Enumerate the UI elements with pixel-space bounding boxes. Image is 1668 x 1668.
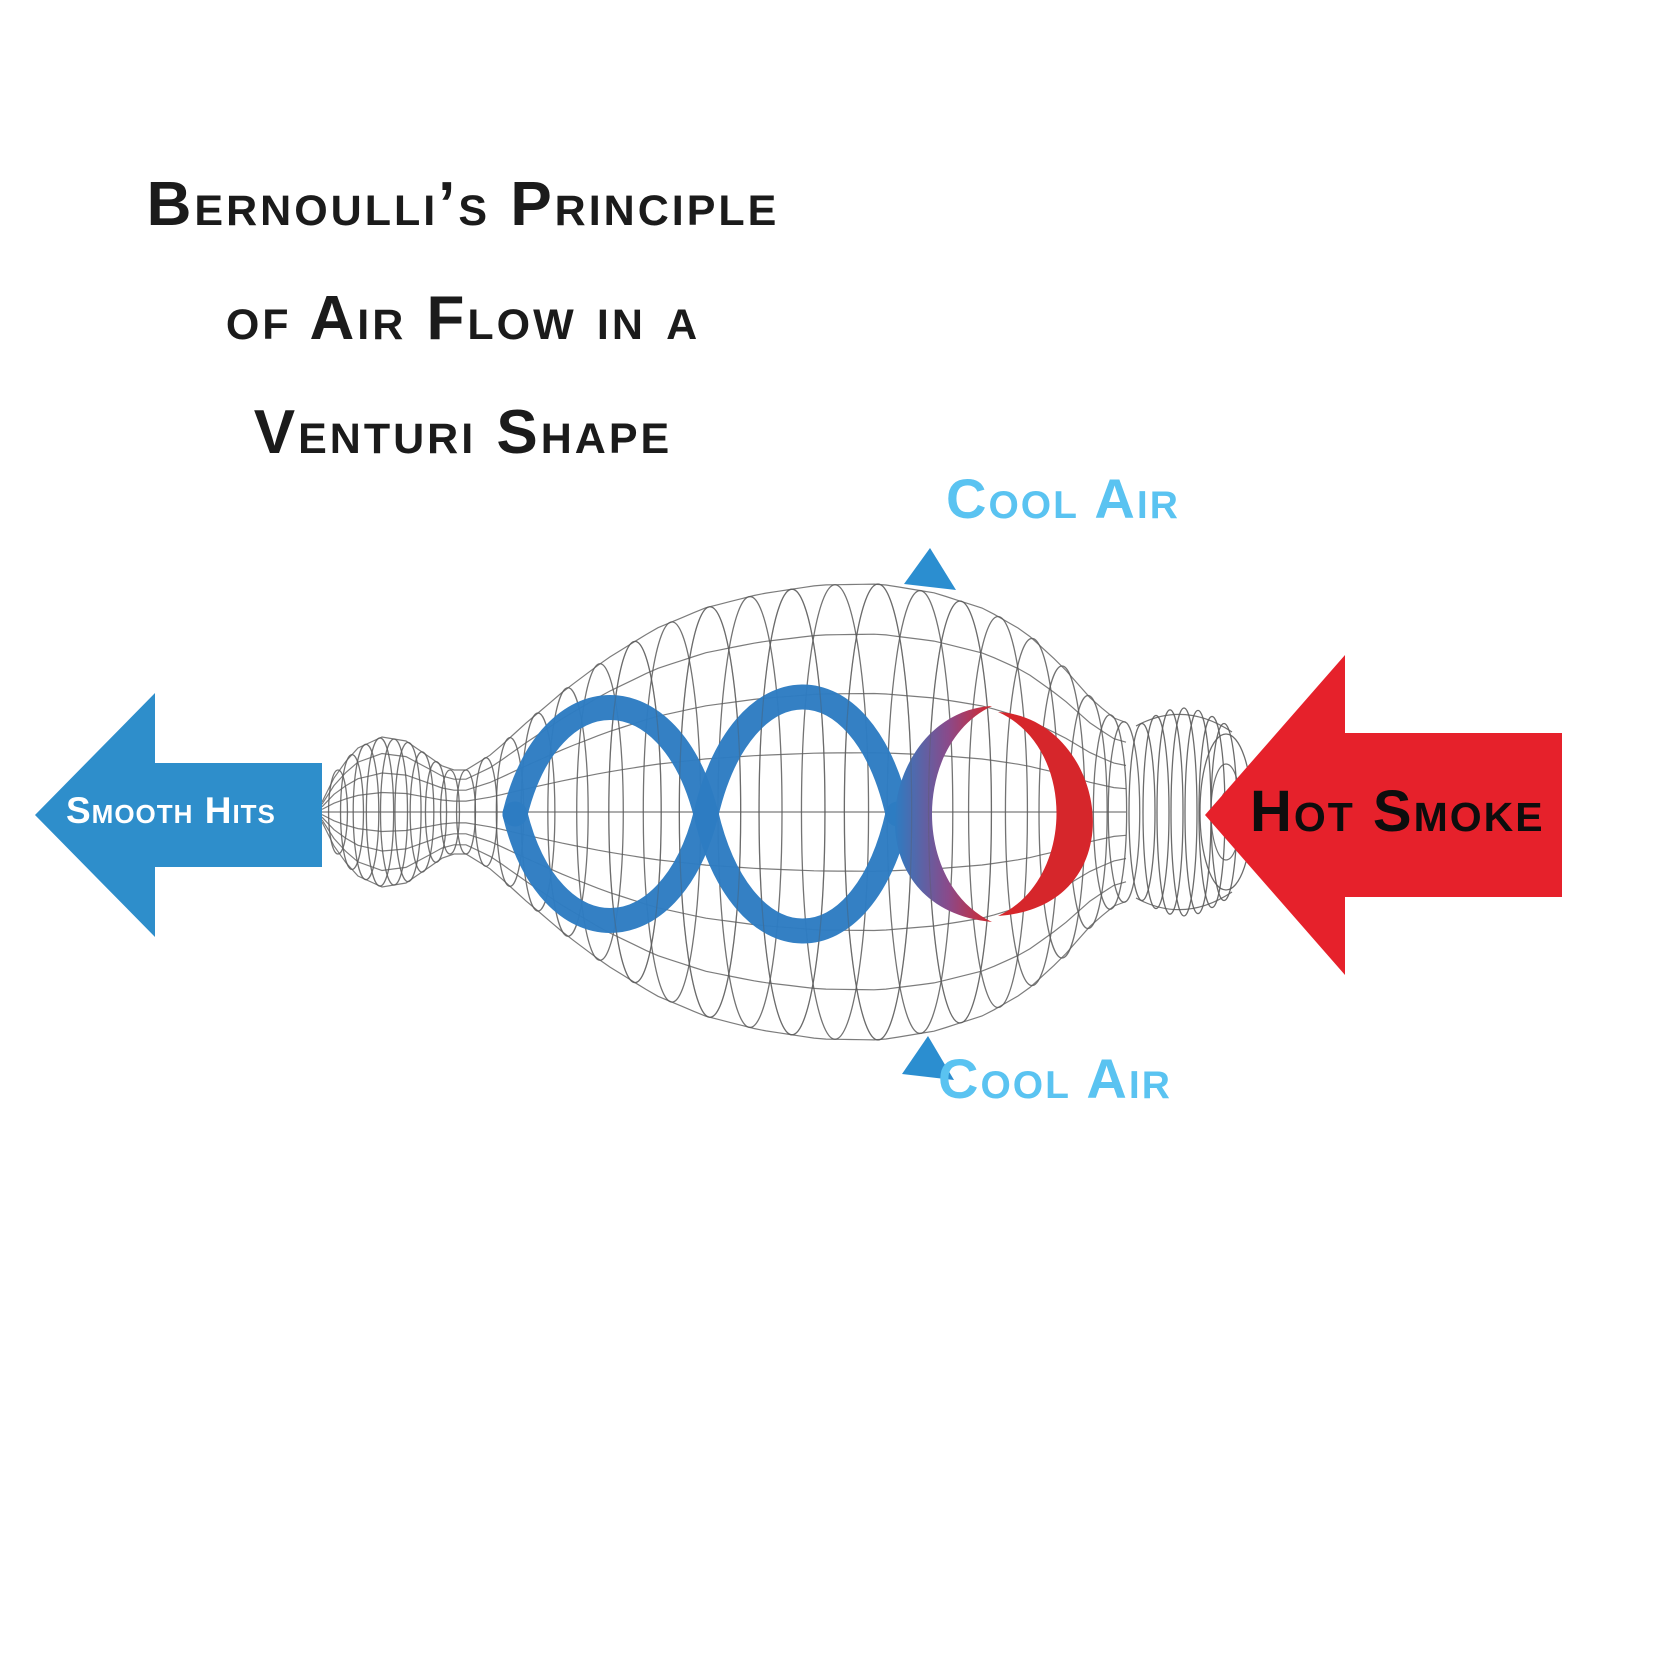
smooth-hits-arrow [35,693,322,937]
venturi-wireframe-overlay [608,583,993,1041]
cool-air-pointer-top-icon [904,548,956,590]
smooth-hits-label: Smooth Hits [66,790,276,831]
diagram-title: Bernoulli’s Principle of Air Flow in a V… [118,148,808,490]
cool-air-label-bottom: Cool Air [938,1047,1172,1110]
hot-flow-crescent-left [894,706,992,922]
title-line-3: Venturi Shape [253,398,673,467]
hot-smoke-arrow [1205,655,1562,975]
cool-air-label-top: Cool Air [946,467,1180,530]
cool-flow-ribbon-lower [502,684,911,933]
hot-smoke-label: Hot Smoke [1250,779,1545,844]
title-line-1: Bernoulli’s Principle [146,170,780,239]
cool-air-pointer-bottom-icon [902,1036,954,1080]
flow-ribbons [502,684,1093,944]
venturi-wireframe-mesh [321,583,1253,1041]
title-line-2: of Air Flow in a [225,284,701,353]
hot-flow-crescent-right [998,712,1093,916]
